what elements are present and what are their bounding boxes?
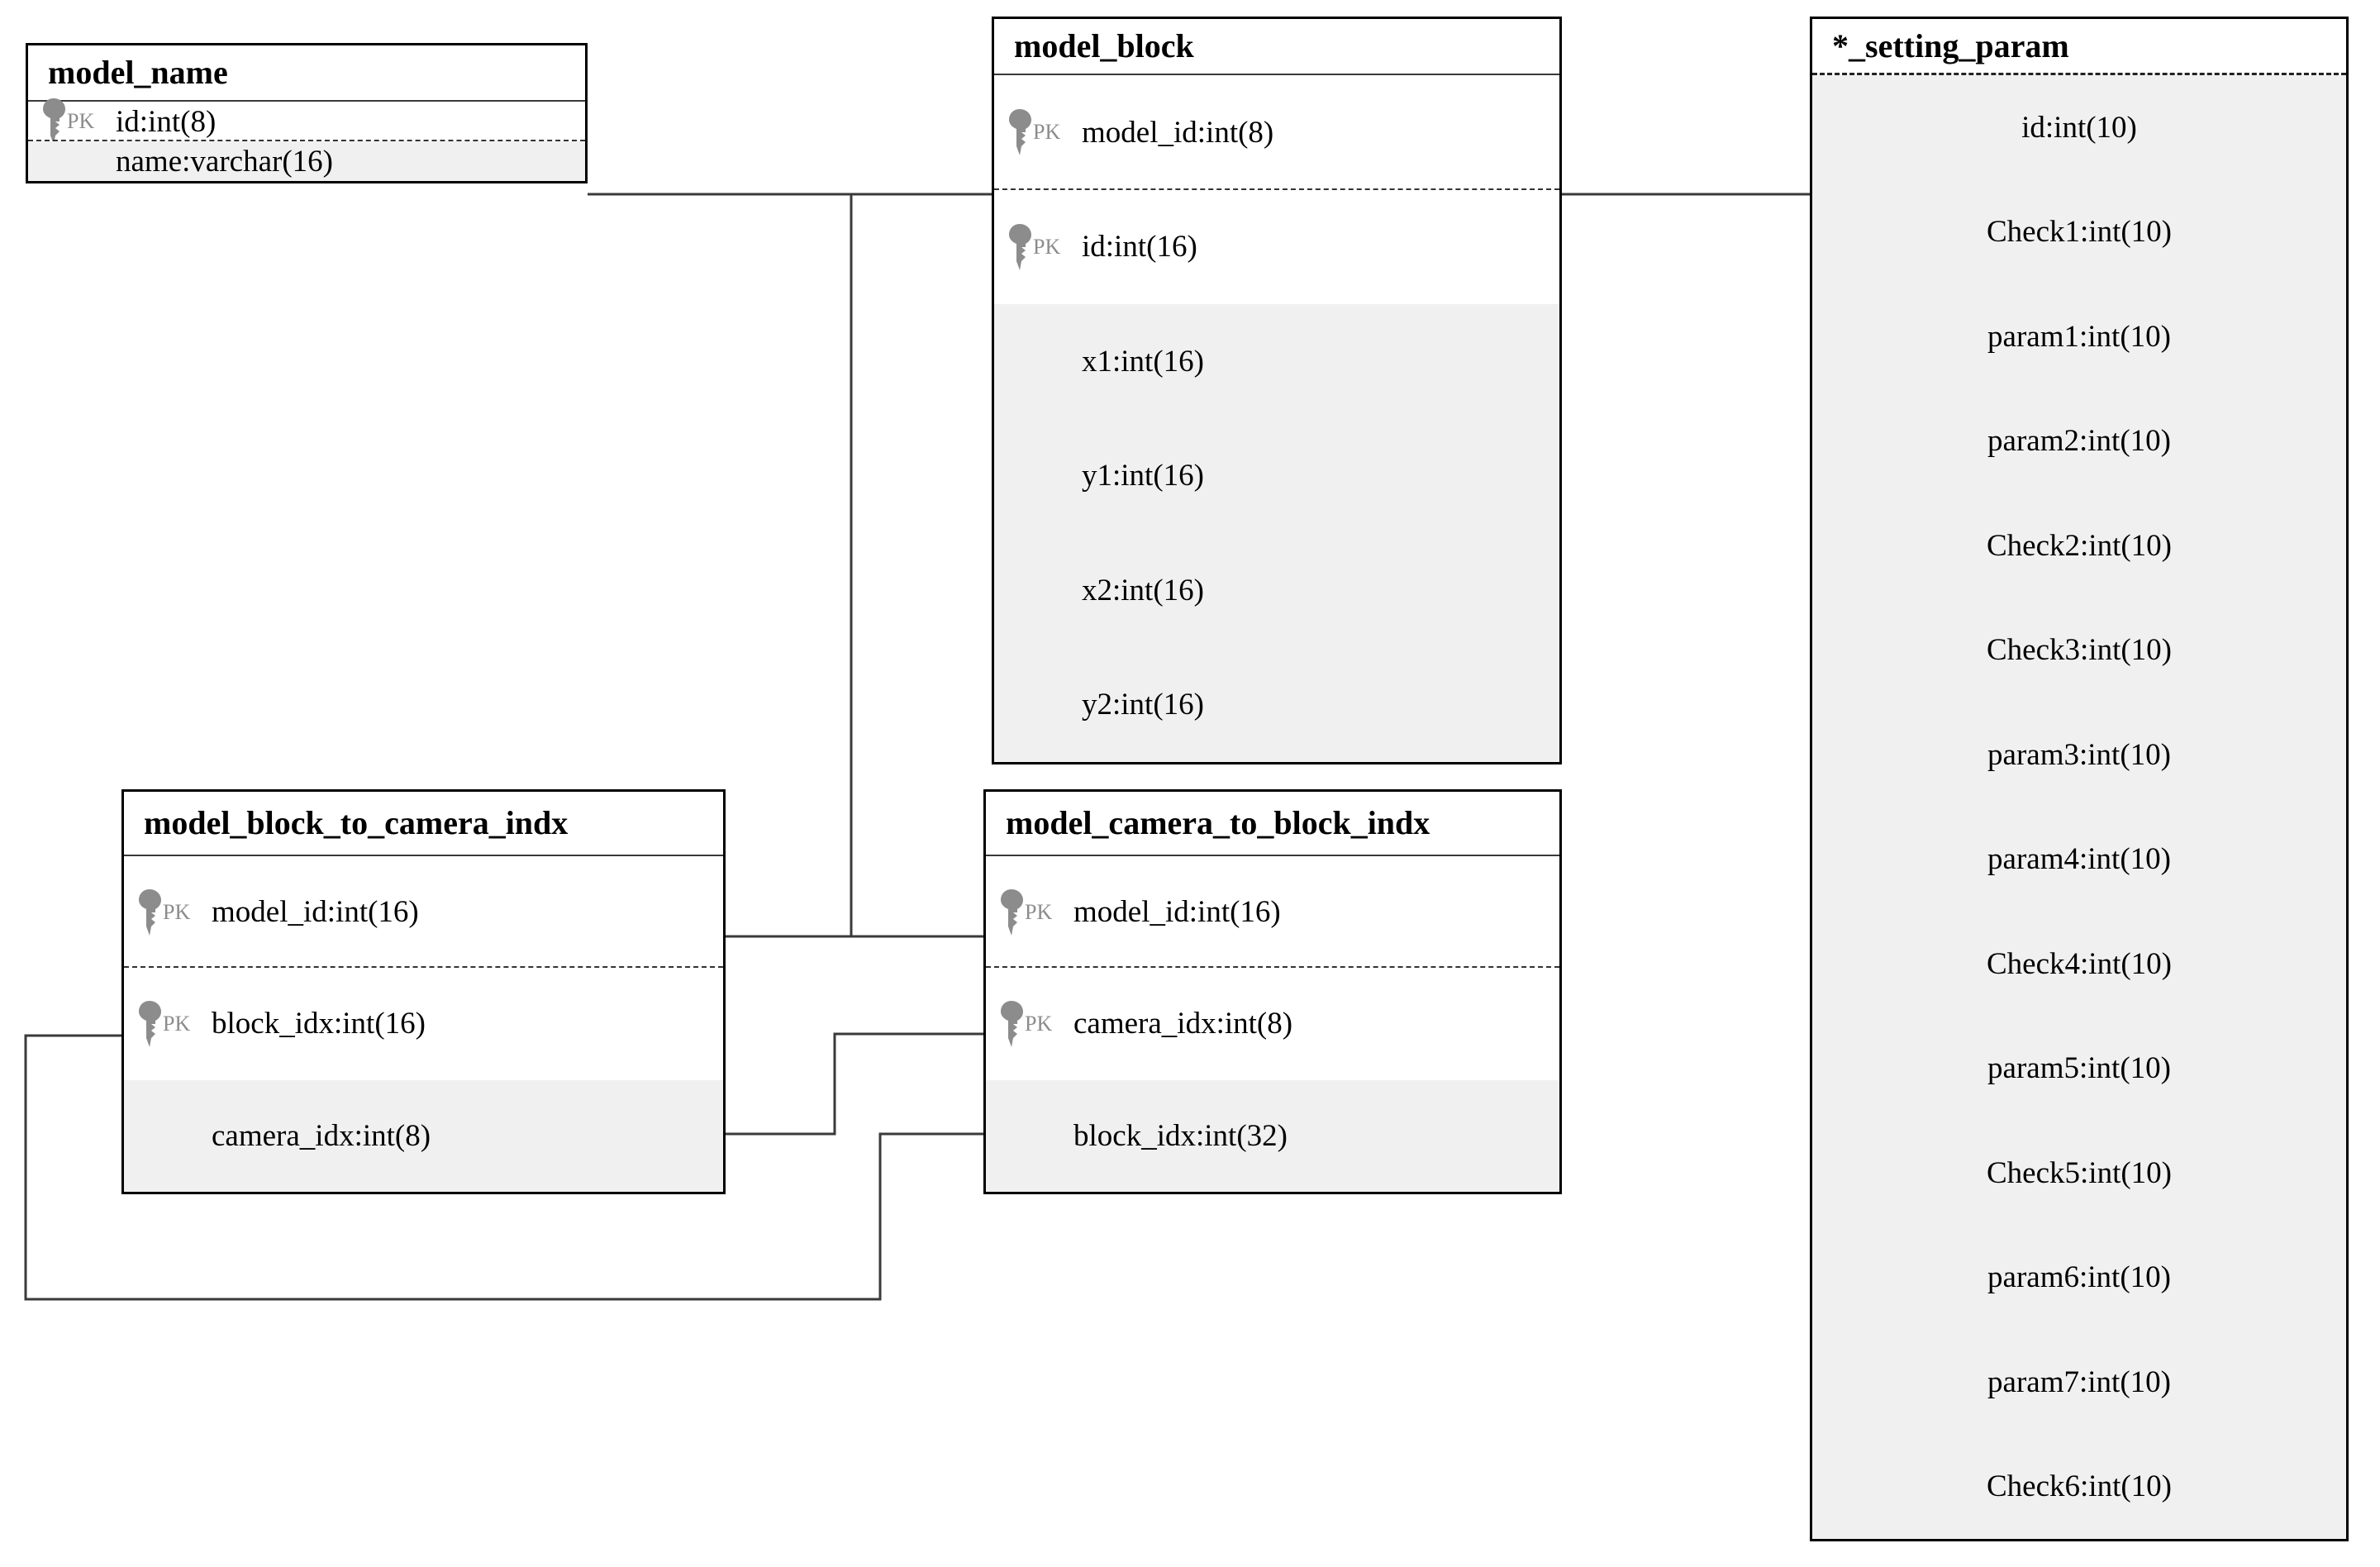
column-row[interactable]: PK id:int(8) <box>28 98 585 145</box>
column-label: Check5:int(10) <box>1986 1155 2172 1190</box>
column-row[interactable]: PK block_idx:int(16) <box>124 968 723 1080</box>
column-row[interactable]: param4:int(10) <box>1812 807 2346 912</box>
column-label: model_id:int(16) <box>212 895 419 930</box>
pk-label: PK <box>1033 120 1061 145</box>
column-label: x2:int(16) <box>1082 573 1204 607</box>
column-label: block_idx:int(16) <box>212 1007 426 1041</box>
entity-columns-model_name: PK id:int(8) name:varchar(16) <box>28 98 585 181</box>
column-row[interactable]: param1:int(10) <box>1812 284 2346 389</box>
column-row[interactable]: PK model_id:int(16) <box>124 856 723 969</box>
pk-badge: PK <box>124 888 203 936</box>
column-label: x1:int(16) <box>1082 344 1204 379</box>
column-label: param4:int(10) <box>1987 842 2171 877</box>
pk-label: PK <box>1033 234 1061 259</box>
column-row[interactable]: PK model_id:int(8) <box>994 75 1559 190</box>
column-row[interactable]: camera_idx:int(8) <box>124 1079 723 1192</box>
column-row[interactable]: name:varchar(16) <box>28 141 585 181</box>
column-label: id:int(16) <box>1082 230 1197 264</box>
pk-label: PK <box>163 899 191 924</box>
column-row[interactable]: param7:int(10) <box>1812 1330 2346 1435</box>
primary-key-icon <box>1009 223 1031 270</box>
primary-key-icon <box>139 1000 161 1047</box>
column-row[interactable]: param6:int(10) <box>1812 1225 2346 1330</box>
column-row[interactable]: PK id:int(16) <box>994 189 1559 304</box>
entity-title-model_block: model_block <box>994 19 1559 75</box>
primary-key-icon <box>1001 1000 1023 1047</box>
column-label: y1:int(16) <box>1082 459 1204 493</box>
column-label: Check6:int(10) <box>1986 1469 2172 1504</box>
column-label: param7:int(10) <box>1987 1365 2171 1399</box>
entity-title-model_block_to_camera_indx: model_block_to_camera_indx <box>124 792 723 856</box>
column-row[interactable]: id:int(10) <box>1812 75 2346 180</box>
column-label: Check1:int(10) <box>1986 215 2172 250</box>
entity-title-model_name: model_name <box>28 45 585 102</box>
primary-key-icon <box>1009 109 1031 156</box>
entity-table-setting_param[interactable]: *_setting_param id:int(10) Check1:int(10) p… <box>1810 17 2349 1541</box>
relationship-line <box>726 194 983 938</box>
column-row[interactable]: Check2:int(10) <box>1812 493 2346 598</box>
pk-badge: PK <box>994 108 1073 156</box>
column-label: Check3:int(10) <box>1986 633 2172 668</box>
column-row[interactable]: param3:int(10) <box>1812 703 2346 807</box>
column-label: block_idx:int(32) <box>1073 1118 1288 1153</box>
column-row[interactable]: param5:int(10) <box>1812 1016 2346 1121</box>
column-label: id:int(8) <box>116 104 217 139</box>
column-row[interactable]: PK camera_idx:int(8) <box>986 968 1559 1080</box>
column-row[interactable]: param2:int(10) <box>1812 388 2346 493</box>
column-label: param3:int(10) <box>1987 737 2171 772</box>
pk-badge: PK <box>124 1000 203 1048</box>
column-label: param2:int(10) <box>1987 424 2171 459</box>
column-row[interactable]: Check6:int(10) <box>1812 1434 2346 1539</box>
entity-columns-model_block_to_camera_indx: PK model_id:int(16) PK block_idx:int(16)cam… <box>124 856 723 1192</box>
column-row[interactable]: x2:int(16) <box>994 533 1559 648</box>
entity-columns-setting_param: id:int(10) Check1:int(10) param1:int(10) pa… <box>1812 75 2346 1539</box>
column-row[interactable]: PK model_id:int(16) <box>986 856 1559 969</box>
column-row[interactable]: y2:int(16) <box>994 647 1559 762</box>
column-row[interactable]: Check5:int(10) <box>1812 1121 2346 1226</box>
column-label: param6:int(10) <box>1987 1260 2171 1295</box>
column-row[interactable]: Check3:int(10) <box>1812 598 2346 703</box>
column-label: camera_idx:int(8) <box>1073 1007 1293 1041</box>
column-label: model_id:int(16) <box>1073 895 1281 930</box>
entity-columns-model_block: PK model_id:int(8) PK id:int(16) x1:int(16) y… <box>994 75 1559 762</box>
relationship-line <box>726 1032 983 1136</box>
pk-badge: PK <box>986 888 1065 936</box>
column-label: Check4:int(10) <box>1986 946 2172 981</box>
column-label: y2:int(16) <box>1082 688 1204 722</box>
column-label: model_id:int(8) <box>1082 115 1274 150</box>
column-row[interactable]: Check4:int(10) <box>1812 912 2346 1017</box>
column-row[interactable]: y1:int(16) <box>994 418 1559 533</box>
column-label: Check2:int(10) <box>1986 528 2172 563</box>
entity-title-model_camera_to_block_indx: model_camera_to_block_indx <box>986 792 1559 856</box>
primary-key-icon <box>1001 888 1023 936</box>
pk-label: PK <box>163 1011 191 1036</box>
pk-label: PK <box>1025 899 1053 924</box>
primary-key-icon <box>139 888 161 936</box>
column-row[interactable]: Check1:int(10) <box>1812 179 2346 284</box>
pk-badge: PK <box>986 1000 1065 1048</box>
pk-label: PK <box>67 109 95 133</box>
column-row[interactable]: block_idx:int(32) <box>986 1079 1559 1192</box>
pk-badge: PK <box>28 98 107 145</box>
column-label: param1:int(10) <box>1987 319 2171 354</box>
pk-label: PK <box>1025 1011 1053 1036</box>
entity-columns-model_camera_to_block_indx: PK model_id:int(16) PK camera_idx:int(8)blo… <box>986 856 1559 1192</box>
pk-badge: PK <box>994 223 1073 271</box>
column-label: camera_idx:int(8) <box>212 1118 431 1153</box>
entity-title-setting_param: *_setting_param <box>1812 19 2346 75</box>
primary-key-icon <box>43 98 65 145</box>
column-label: id:int(10) <box>2021 110 2137 145</box>
column-label: name:varchar(16) <box>116 144 333 179</box>
column-row[interactable]: x1:int(16) <box>994 304 1559 419</box>
column-label: param5:int(10) <box>1987 1051 2171 1086</box>
